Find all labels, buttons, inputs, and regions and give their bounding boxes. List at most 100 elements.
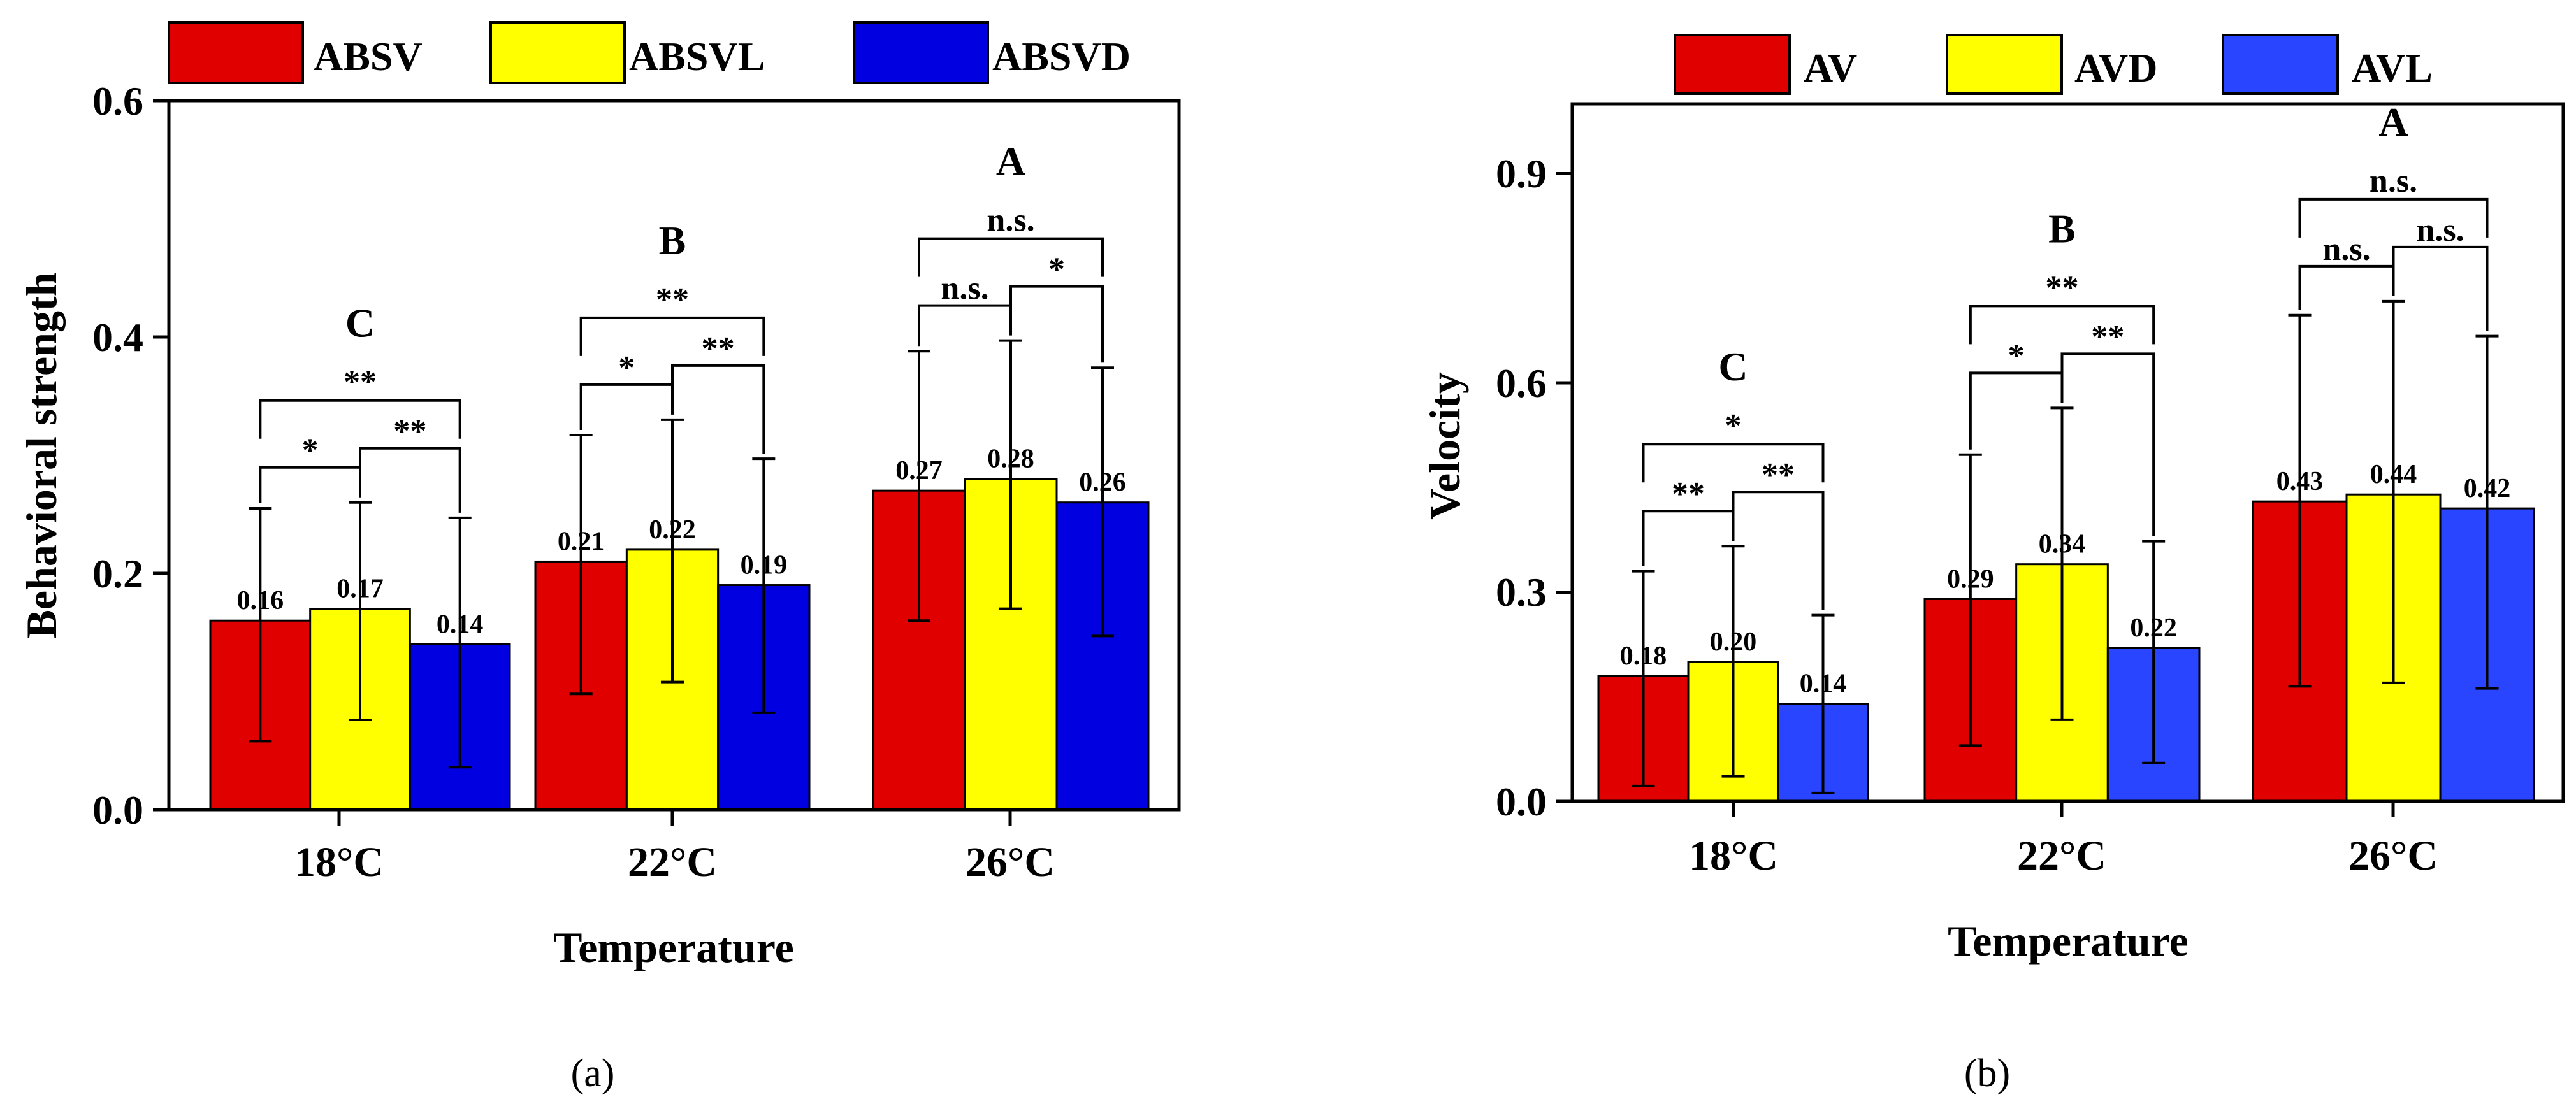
x-tick-label-a-1: 22°C	[628, 839, 717, 885]
sig-bracket-a-0-01	[259, 466, 361, 503]
value-label-a-0-2: 0.14	[437, 610, 484, 639]
legend-a-label-2: ABSVD	[992, 34, 1131, 79]
x-ticks-b: 18°C 22°C 26°C	[1689, 801, 2438, 879]
panel-label-b: (b)	[1964, 1052, 2010, 1095]
sig-label-a-0-02: **	[344, 364, 377, 401]
y-tick-label-a-0: 0.0	[92, 787, 143, 833]
value-label-b-0-2: 0.14	[1800, 670, 1847, 699]
sig-label-a-1-02: **	[656, 282, 689, 318]
sig-bracket-b-1-02	[1969, 305, 2155, 345]
x-axis-title-a: Temperature	[553, 923, 794, 971]
sig-bracket-b-2-02	[2298, 197, 2489, 238]
sig-label-a-0-12: **	[393, 413, 426, 450]
y-axis-title-a: Behavioral strength	[17, 273, 66, 639]
sig-bracket-b-2-12	[2392, 245, 2489, 331]
sig-label-a-1-12: **	[702, 331, 735, 367]
sig-label-b-1-12: **	[2091, 319, 2124, 355]
sig-label-a-2-01: n.s.	[941, 271, 988, 307]
sig-bracket-a-1-12	[671, 364, 765, 454]
legend-a-label-1: ABSVL	[629, 34, 765, 79]
y-tick-label-a-3: 0.6	[92, 78, 143, 124]
value-label-a-1-0: 0.21	[558, 527, 605, 556]
legend-a-label-0: ABSV	[314, 34, 423, 79]
y-tick-label-b-1: 0.3	[1496, 570, 1547, 615]
sig-bracket-b-1-12	[2060, 352, 2155, 536]
sig-bracket-a-2-01	[918, 304, 1012, 347]
legend-b-swatch-1	[1946, 34, 2063, 95]
value-label-a-0-1: 0.17	[336, 575, 384, 604]
x-axis-title-b: Temperature	[1948, 917, 2189, 965]
sig-label-a-2-02: n.s.	[987, 203, 1034, 239]
value-label-b-0-1: 0.20	[1710, 627, 1757, 657]
legend-b-label-0: AV	[1804, 45, 1857, 90]
sig-label-b-2-12: n.s.	[2416, 212, 2464, 248]
value-label-b-1-2: 0.22	[2130, 613, 2177, 643]
y-tick-label-b-0: 0.0	[1496, 779, 1547, 824]
legend-a: ABSV ABSVL ABSVD	[168, 21, 1131, 84]
value-label-a-2-0: 0.27	[895, 456, 943, 485]
value-label-a-2-2: 0.26	[1079, 468, 1126, 498]
legend-a-swatch-0	[168, 21, 304, 84]
sig-label-b-1-01: *	[2008, 338, 2025, 374]
legend-b-swatch-0	[1674, 34, 1791, 95]
value-label-b-1-0: 0.29	[1947, 564, 1994, 594]
legend-a-swatch-2	[853, 21, 989, 84]
sig-bracket-b-2-01	[2298, 264, 2395, 310]
sig-bracket-a-0-12	[359, 447, 461, 513]
value-label-b-2-2: 0.42	[2464, 474, 2511, 503]
group-letter-a-2: A	[996, 139, 1025, 184]
value-label-b-2-1: 0.44	[2370, 460, 2417, 489]
value-label-a-1-2: 0.19	[741, 551, 788, 580]
sig-label-b-2-01: n.s.	[2322, 231, 2370, 268]
sig-label-b-0-01: **	[1672, 476, 1705, 512]
sig-bracket-a-2-12	[1009, 285, 1104, 363]
x-tick-label-b-1: 22°C	[2017, 833, 2106, 879]
y-ticks-a: 0.0 0.2 0.4 0.6	[92, 78, 169, 833]
x-ticks-a: 18°C 22°C 26°C	[294, 810, 1055, 885]
sig-label-a-1-01: *	[618, 350, 635, 386]
sig-bracket-a-1-01	[579, 383, 674, 430]
legend-b: AV AVD AVL	[1674, 34, 2433, 95]
x-tick-label-b-0: 18°C	[1689, 833, 1778, 879]
value-label-b-2-0: 0.43	[2276, 467, 2324, 496]
value-label-b-0-0: 0.18	[1620, 642, 1667, 671]
y-tick-label-a-2: 0.4	[92, 315, 143, 360]
sig-label-a-2-12: *	[1048, 252, 1065, 288]
x-tick-label-a-0: 18°C	[294, 839, 384, 885]
y-tick-label-b-3: 0.9	[1496, 151, 1547, 196]
y-tick-label-b-2: 0.6	[1496, 361, 1547, 406]
legend-b-swatch-2	[2222, 34, 2339, 95]
value-label-a-1-1: 0.22	[649, 515, 696, 545]
value-label-a-0-0: 0.16	[237, 586, 284, 615]
sig-bracket-a-2-02	[918, 237, 1104, 277]
sig-bracket-b-0-02	[1642, 443, 1825, 483]
group-letter-a-0: C	[345, 301, 375, 346]
sig-bracket-a-0-02	[259, 399, 461, 439]
sig-label-b-0-02: *	[1725, 408, 1742, 444]
legend-a-swatch-1	[489, 21, 626, 84]
sig-label-a-0-01: *	[302, 433, 319, 469]
y-tick-label-a-1: 0.2	[92, 551, 143, 596]
plot-b-frame	[1570, 102, 2565, 803]
sig-label-b-1-02: **	[2046, 269, 2079, 306]
y-ticks-b: 0.0 0.3 0.6 0.9	[1496, 151, 1572, 824]
group-letter-b-0: C	[1718, 344, 1747, 389]
x-tick-label-a-2: 26°C	[966, 839, 1055, 885]
sig-bracket-b-1-01	[1969, 371, 2064, 450]
panel-label-a: (a)	[571, 1052, 615, 1095]
sig-label-b-2-02: n.s.	[2370, 163, 2417, 199]
group-letter-b-1: B	[2048, 206, 2076, 251]
sig-bracket-b-0-12	[1732, 491, 1825, 610]
x-tick-label-b-2: 26°C	[2348, 833, 2438, 879]
y-axis-title-b: Velocity	[1421, 372, 1469, 520]
legend-b-label-2: AVL	[2352, 45, 2433, 90]
sig-bracket-b-0-01	[1642, 510, 1735, 566]
sig-bracket-a-1-02	[579, 316, 765, 356]
value-label-a-2-1: 0.28	[987, 445, 1034, 474]
sig-label-b-0-12: **	[1762, 457, 1795, 493]
group-letter-a-1: B	[659, 218, 686, 263]
